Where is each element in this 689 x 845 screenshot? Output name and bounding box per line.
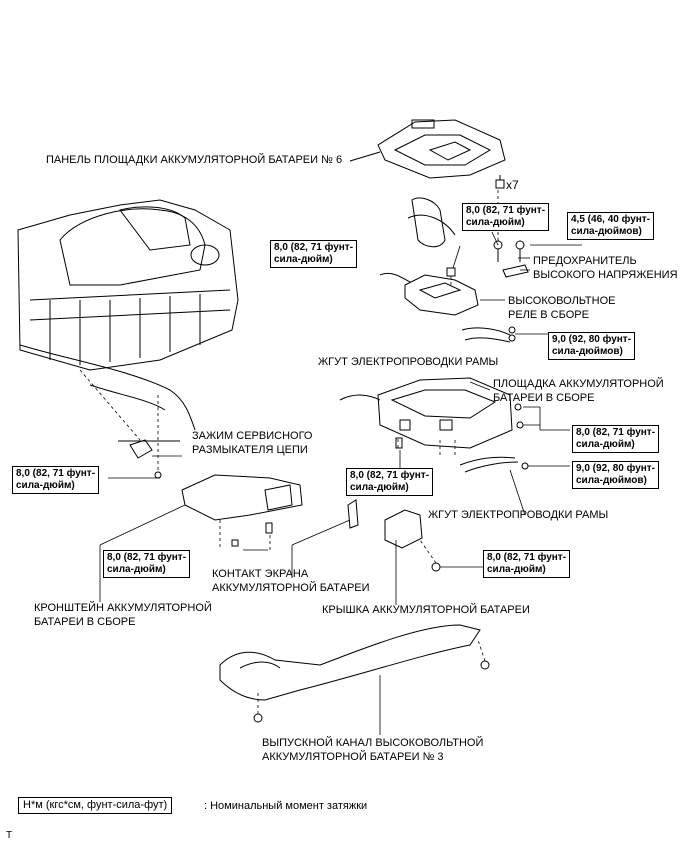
clamp-drawing [129, 439, 153, 459]
label-fuse-2: ВЫСОКОГО НАПРЯЖЕНИЯ [533, 269, 678, 281]
corner-mark: T [6, 830, 13, 841]
vehicle-body-drawing [17, 199, 239, 431]
label-cover: КРЫШКА АККУМУЛЯТОРНОЙ БАТАРЕИ [322, 604, 530, 616]
torque-box: 8,0 (82, 71 фунт- сила-дюйм) [572, 425, 660, 453]
harness-lower-drawing [459, 456, 516, 466]
torque-box: 8,0 (82, 71 фунт- сила-дюйм) [12, 466, 100, 494]
legend-text: : Номинальный момент затяжки [204, 800, 368, 812]
label-shield-2: АККУМУЛЯТОРНОЙ БАТАРЕИ [212, 582, 370, 594]
torque-line: 8,0 (82, 71 фунт- [576, 427, 656, 438]
label-harness-upper: ЖГУТ ЭЛЕКТРОПРОВОДКИ РАМЫ [318, 356, 499, 368]
legend-unit-box: Н*м (кгс*см, фунт-сила-фут) [18, 797, 173, 814]
torque-line: сила-дюйм) [350, 482, 409, 493]
label-duct-2: АККУМУЛЯТОРНОЙ БАТАРЕИ № 3 [262, 751, 444, 763]
torque-line: сила-дюйм) [107, 564, 166, 575]
shield-drawing [347, 499, 359, 529]
torque-line: 9,0 (92, 80 фунт- [576, 463, 656, 474]
torque-box: 8,0 (82, 71 фунт- сила-дюйм) [483, 550, 571, 578]
torque-box: 9,0 (92, 80 фунт- сила-дюймов) [572, 461, 660, 489]
torque-line: сила-дюйм) [487, 564, 546, 575]
quantity-mark: x7 [506, 178, 519, 192]
label-fuse-1: ПРЕДОХРАНИТЕЛЬ [533, 255, 637, 267]
torque-line: сила-дюйм) [16, 480, 75, 491]
panel-leader [349, 151, 381, 162]
tray-drawing [339, 377, 513, 449]
torque-line: 8,0 (82, 71 фунт- [487, 552, 567, 563]
label-clamp-2: РАЗМЫКАТЕЛЯ ЦЕПИ [192, 444, 308, 456]
torque-line: сила-дюймов) [552, 346, 623, 357]
torque-line: сила-дюйм) [576, 439, 635, 450]
label-shield-1: КОНТАКТ ЭКРАНА [212, 568, 309, 580]
label-panel: ПАНЕЛЬ ПЛОЩАДКИ АККУМУЛЯТОРНОЙ БАТАРЕИ №… [46, 154, 343, 166]
label-tray-2: БАТАРЕИ В СБОРЕ [493, 392, 595, 404]
torque-line: сила-дюйм) [274, 254, 333, 265]
relay-drawing [379, 197, 479, 316]
torque-line: 4,5 (46, 40 фунт- [571, 214, 651, 225]
torque-box: 8,0 (82, 71 фунт- сила-дюйм) [270, 240, 358, 268]
label-bracket-2: БАТАРЕИ В СБОРЕ [34, 616, 136, 628]
label-tray-1: ПЛОЩАДКА АККУМУЛЯТОРНОЙ [493, 378, 664, 390]
torque-line: 8,0 (82, 71 фунт- [16, 468, 96, 479]
torque-line: сила-дюймов) [571, 226, 642, 237]
torque-line: 8,0 (82, 71 фунт- [107, 552, 187, 563]
fuse-drawing [502, 264, 529, 278]
panel-drawing [377, 119, 506, 179]
torque-box: 8,0 (82, 71 фунт- сила-дюйм) [346, 468, 434, 496]
label-relay-1: ВЫСОКОВОЛЬТНОЕ [508, 295, 616, 307]
label-duct-1: ВЫПУСКНОЙ КАНАЛ ВЫСОКОВОЛЬТНОЙ [262, 737, 484, 749]
duct-drawing [219, 624, 481, 701]
torque-line: сила-дюймов) [576, 475, 647, 486]
cover-drawing [384, 509, 423, 549]
label-bracket-1: КРОНШТЕЙН АККУМУЛЯТОРНОЙ [34, 602, 212, 614]
shield-leader [291, 519, 351, 546]
torque-line: 8,0 (82, 71 фунт- [466, 205, 546, 216]
torque-box: 8,0 (82, 71 фунт- сила-дюйм) [462, 203, 550, 231]
torque-box: 9,0 (92, 80 фунт- сила-дюймов) [548, 332, 636, 360]
torque-box: 4,5 (46, 40 фунт- сила-дюймов) [567, 212, 655, 240]
label-clamp-1: ЗАЖИМ СЕРВИСНОГО [192, 430, 313, 442]
torque-line: сила-дюйм) [466, 217, 525, 228]
label-harness-lower: ЖГУТ ЭЛЕКТРОПРОВОДКИ РАМЫ [428, 509, 609, 521]
torque-box: 8,0 (82, 71 фунт- сила-дюйм) [103, 550, 191, 578]
label-relay-2: РЕЛЕ В СБОРЕ [508, 309, 589, 321]
torque-line: 8,0 (82, 71 фунт- [350, 470, 430, 481]
torque-line: 9,0 (92, 80 фунт- [552, 334, 632, 345]
harness-upper-drawing [461, 327, 511, 336]
torque-line: 8,0 (82, 71 фунт- [274, 242, 354, 253]
bracket-drawing [181, 474, 303, 521]
